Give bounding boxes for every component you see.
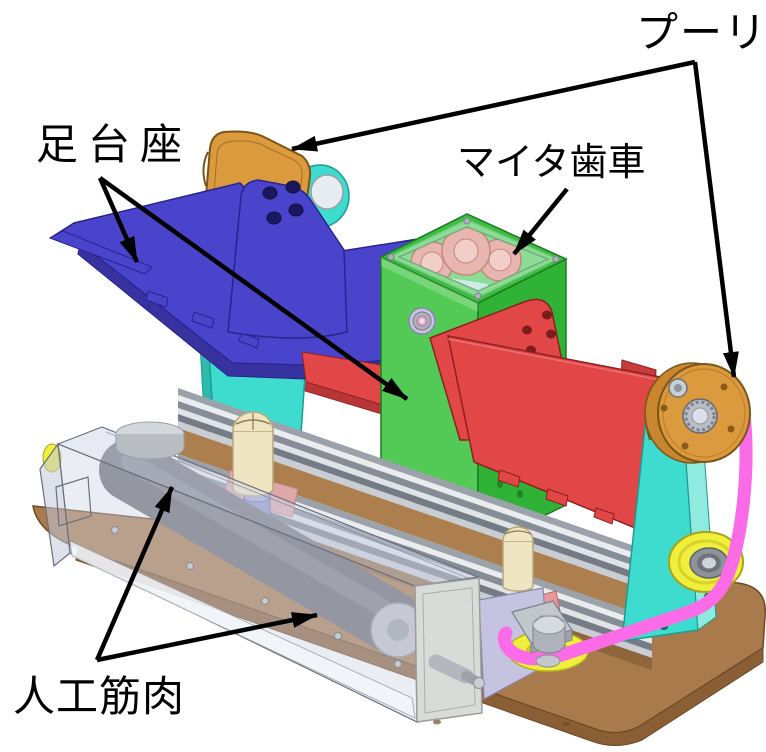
miter-gear-hub (453, 238, 479, 264)
anchor-bolt (511, 600, 573, 668)
disc-hole (660, 404, 668, 412)
plate-highlight (447, 338, 677, 384)
bolt-hole (542, 310, 552, 320)
upright-face (227, 179, 348, 339)
plate-tab (593, 507, 615, 525)
housing-end-cap-inner (422, 587, 476, 714)
panel-hole (497, 480, 503, 488)
pulley-label: プーリ (636, 8, 766, 57)
foot-base-label: 足台座 (36, 120, 192, 169)
lid-frame (397, 226, 550, 292)
pulley-plate-stack (202, 151, 209, 187)
plate-tab (497, 469, 521, 488)
post-body (502, 540, 534, 592)
miter-gear-hub (488, 248, 512, 272)
lid-screw (474, 292, 482, 300)
cap-cylinder-side (115, 434, 185, 460)
foot-base-arrow-1 (97, 177, 140, 263)
plate-tab (145, 290, 169, 308)
post-slot (504, 530, 532, 535)
idler-axle (702, 557, 716, 569)
bolt-hole (288, 203, 304, 217)
blue-upright-plate (227, 179, 348, 339)
pulley-hub-spline (684, 400, 716, 432)
base-screw (433, 719, 441, 725)
rail-stripe (178, 461, 652, 631)
disc-hole (720, 383, 728, 391)
housing-screw (394, 660, 402, 668)
lid-screw (552, 255, 560, 263)
lid-screw (463, 217, 471, 225)
base-screw (562, 721, 570, 727)
piston-rod (428, 654, 474, 684)
miter-gear-arrow (512, 187, 569, 256)
rail-stripe (178, 401, 652, 572)
pulley-disc-ring (662, 368, 746, 458)
rail-stripe (178, 408, 652, 578)
bolt-hole (266, 211, 282, 225)
pulley-arrow-left (291, 59, 696, 152)
disc-hole (681, 442, 689, 450)
tension-cable (497, 407, 753, 666)
rod-end (473, 677, 485, 689)
muscle-end-cap-hub (387, 619, 409, 641)
miter-gear-label: マイタ歯車 (457, 140, 645, 184)
housing-left-end (39, 442, 71, 568)
plate-tab (191, 311, 215, 329)
gear-shaft (448, 278, 488, 291)
plate-tab (545, 488, 569, 507)
right-pulley (644, 362, 751, 464)
housing-screw (334, 632, 342, 640)
annotations (94, 59, 739, 663)
bolt-hole (285, 180, 301, 194)
lid-screw (387, 253, 395, 261)
bolt-hole (522, 325, 532, 335)
pulley-arrow-right (692, 61, 739, 378)
housing-screw (261, 597, 269, 605)
rail-stripe (178, 388, 652, 559)
bolt-hex-edge (534, 615, 564, 623)
housing-screw (111, 526, 119, 534)
shaft-tip-center (419, 318, 425, 324)
plate-tab (238, 332, 260, 349)
bolt-hole (546, 329, 556, 339)
housing-end-cap (414, 577, 483, 723)
artificial-muscle-arrow-1 (94, 486, 175, 661)
cream-post-2 (502, 526, 534, 592)
pulley-bearing (310, 174, 344, 210)
gearbox-rim-highlight (381, 257, 478, 312)
housing-cutout (55, 476, 92, 527)
disc-hole (727, 425, 735, 433)
post-dome (502, 526, 534, 542)
artificial-muscle-arrow-2 (96, 612, 318, 663)
panel-hole (517, 490, 523, 498)
bolt-washer-lower (535, 654, 561, 668)
rail-stripe (178, 395, 652, 565)
plate-tip (48, 230, 153, 275)
artificial-muscle-label: 人工筋肉 (13, 672, 185, 721)
bolt-hole (262, 186, 278, 200)
base-side (75, 547, 764, 746)
pulley-axle (691, 407, 709, 425)
foot-base-arrow-2 (98, 176, 409, 401)
housing-screw (186, 562, 194, 570)
pulley-pin-center (674, 384, 682, 392)
